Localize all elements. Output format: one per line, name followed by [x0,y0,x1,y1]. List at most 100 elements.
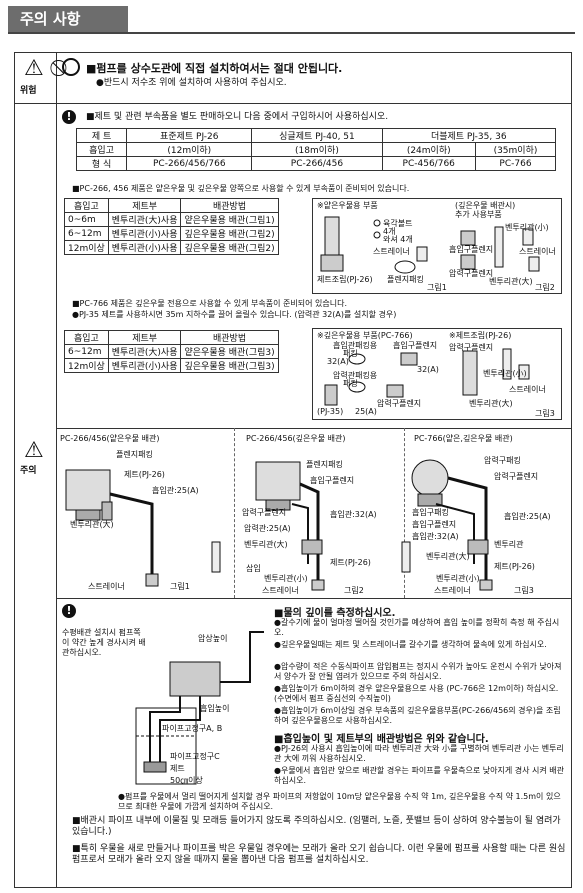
install-label: 압력관:25(A) [244,524,291,533]
figure-number: 그림2 [344,586,364,595]
notice-frame [14,52,572,888]
table-header: 배관방법 [180,198,279,213]
figure-number: 그림3 [514,586,534,595]
row-divider [56,428,572,429]
figure-divider [234,428,235,598]
figure-title: 추가 사용부품 [455,210,502,219]
pc766-note-2: ●PJ-35 제트를 사용하시면 35m 지하수를 끌어 올릴수 있습니다. (… [72,310,397,319]
figure-number: 그림3 [535,409,555,418]
table-cell: 벤투리관(小)사용 [107,358,182,373]
no-sign-icon [62,58,80,76]
exclamation-icon: ! [62,110,76,124]
figure-title: ※깊은우물용 부품(PC-766) [317,331,413,340]
well-note: ●압수량이 적은 수동식파이프 압입펌프는 정지시 수위가 높아도 운전시 수위… [274,662,562,681]
danger-line-1: ■펌프를 상수도관에 직접 설치하여서는 절대 안됩니다. [86,62,343,75]
well-note: ●흡입높이가 6m이하의 경우 얕은우물용으로 사용 (PC-766은 12m이… [274,684,559,703]
part-label: 플렌지패킹 [387,275,424,284]
table-cell: 싱글제트 PJ-40, 51 [251,128,383,143]
install-label: 벤투리관(小) [264,574,308,583]
table-cell: 얕은우물용 배관(그림1) [180,212,279,227]
figure-divider [404,428,405,598]
part-label: 25(A) [355,407,377,416]
install-label: 흡입구플렌지 [412,520,457,529]
table-cell: 12m이상 [64,358,109,373]
part-label: 흡입구플렌지 [449,245,494,254]
table-cell: PC-266/456/766 [126,156,253,171]
part-label: 벤투리관(小) [505,223,549,232]
part-label: 압력구플렌지 [449,269,494,278]
figure-number: 그림1 [427,283,447,292]
install-label: 흡입관:25(A) [152,486,199,495]
part-label: 흡입구플렌지 [393,341,438,350]
deep-parts-figure: ※깊은우물용 부품(PC-766) ※제트조립(PJ-26) 흡입관패킹용 패킹… [312,328,562,420]
well-note: ●깊은우물일때는 제트 및 스트레이너를 갈수기를 생각하여 물속에 있게 하십… [274,640,547,649]
figure-title: (깊은우물 배관시) [455,201,516,210]
warning-label: 위험 [20,86,37,96]
install-label: 삽입 [246,564,261,573]
pc766-piping-table: 흡입고 제트부 배관방법 6~12m 벤투리관(大)사용 얕은우물용 배관(그림… [64,330,279,373]
part-label: 흡입관패킹용 [333,341,378,350]
table-header: 제트부 [107,198,182,213]
warning-triangle-icon: ⚠ [24,56,44,81]
table-cell: 6~12m [64,226,109,241]
part-label: 스트레이너 [519,247,556,256]
part-label: 32(A) [417,365,439,374]
well-note: ●우물에서 흡입관 앞으로 배관할 경우는 파이프를 우물측으로 낮아지게 경사… [274,766,565,785]
table-cell: 깊은우물용 배관(그림2) [180,226,279,241]
well-label: 제트 [170,764,185,773]
sand-warning: ■특히 우물을 새로 만들거나 파이프를 박은 우물일 경우에는 모래가 올라 … [72,844,566,865]
install-label: 흡입관:32(A) [330,510,377,519]
pc766-note-1: ■PC-766 제품은 깊은우물 전용으로 사용할 수 있게 부속품이 준비되어… [72,299,347,308]
side-divider [56,52,57,888]
table-cell: 제 트 [75,128,128,143]
part-label: 압력관패킹용 [333,371,378,380]
caution-label: 주의 [20,466,37,476]
table-cell: 깊은우물용 배관(그림3) [180,358,279,373]
install-label: 스트레이너 [88,582,125,591]
part-label: 육각볼트 [383,219,413,228]
table-cell: 6~12m [64,344,109,359]
danger-line-2: ●반드시 저수조 위에 설치하여 사용하여 주십시오. [96,78,287,88]
table-cell: 0~6m [64,212,109,227]
table-cell: 형 식 [75,156,128,171]
install-figure-title: PC-766(얕은,깊은우물 배관) [414,434,513,443]
part-label: 압력구플렌지 [377,399,422,408]
table-cell: 벤투리관(大)사용 [107,344,182,359]
horizontal-piping-note: 수평배관 설치시 펌프쪽이 약간 높게 경사시켜 배관하십시오. [62,628,146,657]
install-label: 벤투리관(小) [436,574,480,583]
table-cell: 벤투리관(小)사용 [107,240,182,255]
well-note: ●흡입높이가 6m이상일 경우 부속품의 깊은우물용부품(PC-266/456의… [274,706,561,725]
part-label: 와셔 4개 [383,235,413,244]
table-cell: PC-456/766 [381,156,476,171]
install-label: 제트(PJ-26) [330,558,371,567]
install-figure-title: PC-266/456(깊은우물 배관) [246,434,346,443]
install-label: 스트레이너 [434,586,471,595]
install-figure-title: PC-266/456(얕은우물 배관) [60,434,160,443]
table-header: 흡입고 [64,198,109,213]
well-label: 50㎝이상 [170,776,203,785]
table-cell: (12m이하) [126,142,253,157]
well-label: 압상높이 [198,634,228,643]
install-label: 플렌지패킹 [116,450,153,459]
row-divider [56,598,572,599]
shallow-parts-figure: ※얕은우물용 부품 (깊은우물 배관시) 추가 사용부품 육각볼트 4개 와셔 … [312,198,562,294]
well-heading: ■물의 깊이를 측정하십시오. [274,608,396,619]
table-cell: 벤투리관(大)사용 [107,212,182,227]
install-label: 벤투리관 [494,540,524,549]
figure-title: ※제트조립(PJ-26) [449,331,512,340]
part-label: 4개 [383,227,396,236]
jet-model-table: 제 트 표준제트 PJ-26 싱글제트 PJ-40, 51 더블제트 PJ-35… [75,128,557,171]
well-label: 흡입높이 [200,704,230,713]
install-label: 흡입구패킹 [412,508,449,517]
install-label: 벤투리관(大) [70,520,114,529]
part-label: 벤투리관(小) [483,369,527,378]
install-label: 스트레이너 [262,586,299,595]
install-label: 플렌지패킹 [306,460,343,469]
table-cell: 흡입고 [75,142,128,157]
table-cell: 깊은우물용 배관(그림2) [180,240,279,255]
well-drawing [135,631,264,785]
part-label: 스트레이너 [373,247,410,256]
parts-drawing [324,348,530,406]
install-label: 벤투리관(大) [426,552,470,561]
distance-note: ●펌프를 우물에서 멀리 떨어지게 설치할 경우 파이프의 저항없이 10m당 … [118,792,561,811]
